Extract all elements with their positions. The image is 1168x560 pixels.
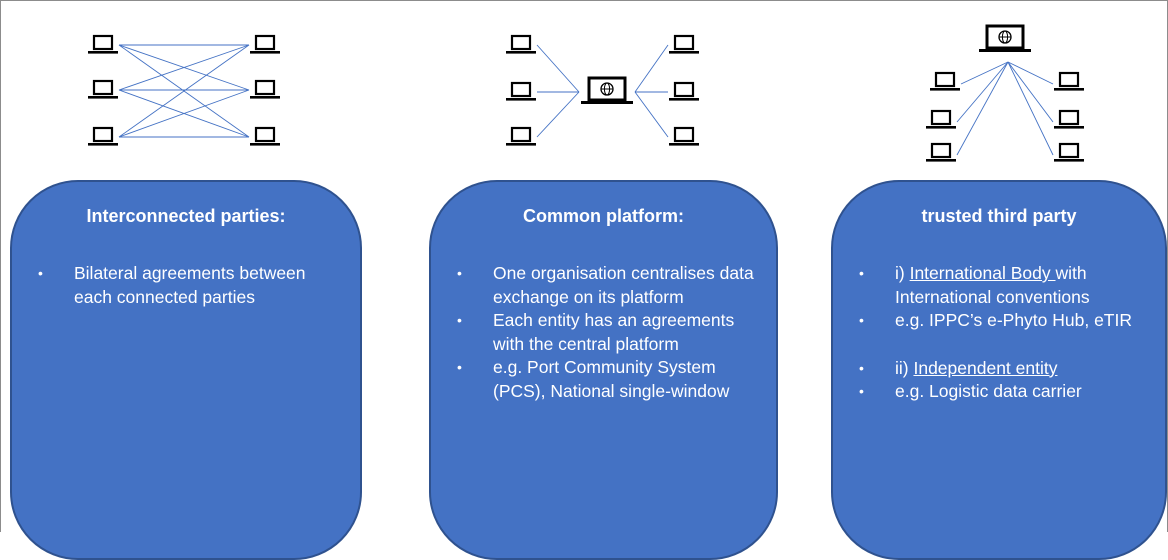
- panel-title: trusted third party: [921, 206, 1077, 226]
- laptop-icon: [1052, 142, 1086, 163]
- laptop-icon: [928, 71, 962, 92]
- list-item: •i) International Body with Internationa…: [859, 263, 1090, 307]
- panel-title: Interconnected parties:: [86, 206, 286, 226]
- list-item: •e.g. Logistic data carrier: [859, 381, 1082, 401]
- panel-bullet-list: •i) International Body with Internationa…: [857, 262, 1149, 404]
- list-item: •e.g. Port Community System (PCS), Natio…: [457, 357, 730, 401]
- list-item: •e.g. IPPC’s e-Phyto Hub, eTIR: [859, 310, 1133, 330]
- common-platform-panel: Common platform: •One organisation centr…: [429, 180, 778, 560]
- connector-line: [1007, 61, 1054, 85]
- laptop-icon: [86, 126, 120, 147]
- list-item: •ii) Independent entity: [859, 357, 1058, 378]
- interconnected-parties-panel: Interconnected parties: •Bilateral agree…: [10, 180, 362, 560]
- laptop-icon: [667, 34, 701, 55]
- laptop-icon: [924, 109, 958, 130]
- laptop-icon: [504, 34, 538, 55]
- laptop-icon: [86, 34, 120, 55]
- laptop-icon: [504, 81, 538, 102]
- connector-line: [956, 61, 1009, 156]
- laptop-icon: [667, 126, 701, 147]
- list-item: •Bilateral agreements between each conne…: [38, 263, 306, 307]
- panel-bullet-list: •One organisation centralises data excha…: [455, 262, 760, 403]
- list-spacer: [857, 333, 1149, 357]
- connector-line: [956, 61, 1009, 123]
- laptop-icon: [248, 79, 282, 100]
- connector-line: [118, 44, 250, 91]
- globe-laptop-icon: [979, 24, 1031, 52]
- connector-line: [634, 91, 669, 138]
- laptop-icon: [924, 142, 958, 163]
- connector-line: [634, 44, 669, 93]
- laptop-icon: [667, 81, 701, 102]
- laptop-icon: [504, 126, 538, 147]
- independent-entity-link: Independent entity: [913, 357, 1058, 378]
- list-item: •One organisation centralises data excha…: [457, 263, 754, 307]
- laptop-icon: [1052, 109, 1086, 130]
- connector-line: [536, 91, 580, 138]
- connector-line: [118, 89, 250, 138]
- laptop-icon: [248, 126, 282, 147]
- international-body-link: International Body: [909, 263, 1056, 283]
- connector-line: [1007, 61, 1054, 123]
- laptop-icon: [248, 34, 282, 55]
- globe-laptop-icon: [581, 76, 633, 104]
- laptop-icon: [86, 79, 120, 100]
- network-diagrams: [86, 24, 1086, 163]
- list-item: •Each entity has an agreements with the …: [457, 310, 735, 354]
- laptop-icon: [1052, 71, 1086, 92]
- connector-line: [536, 44, 580, 93]
- connector-line: [118, 44, 250, 138]
- panel-bullet-list: •Bilateral agreements between each conne…: [36, 262, 344, 309]
- connector-line: [960, 61, 1009, 85]
- connector-line: [1007, 61, 1054, 156]
- panel-title: Common platform:: [523, 206, 684, 226]
- trusted-third-party-panel: trusted third party •i) International Bo…: [831, 180, 1167, 560]
